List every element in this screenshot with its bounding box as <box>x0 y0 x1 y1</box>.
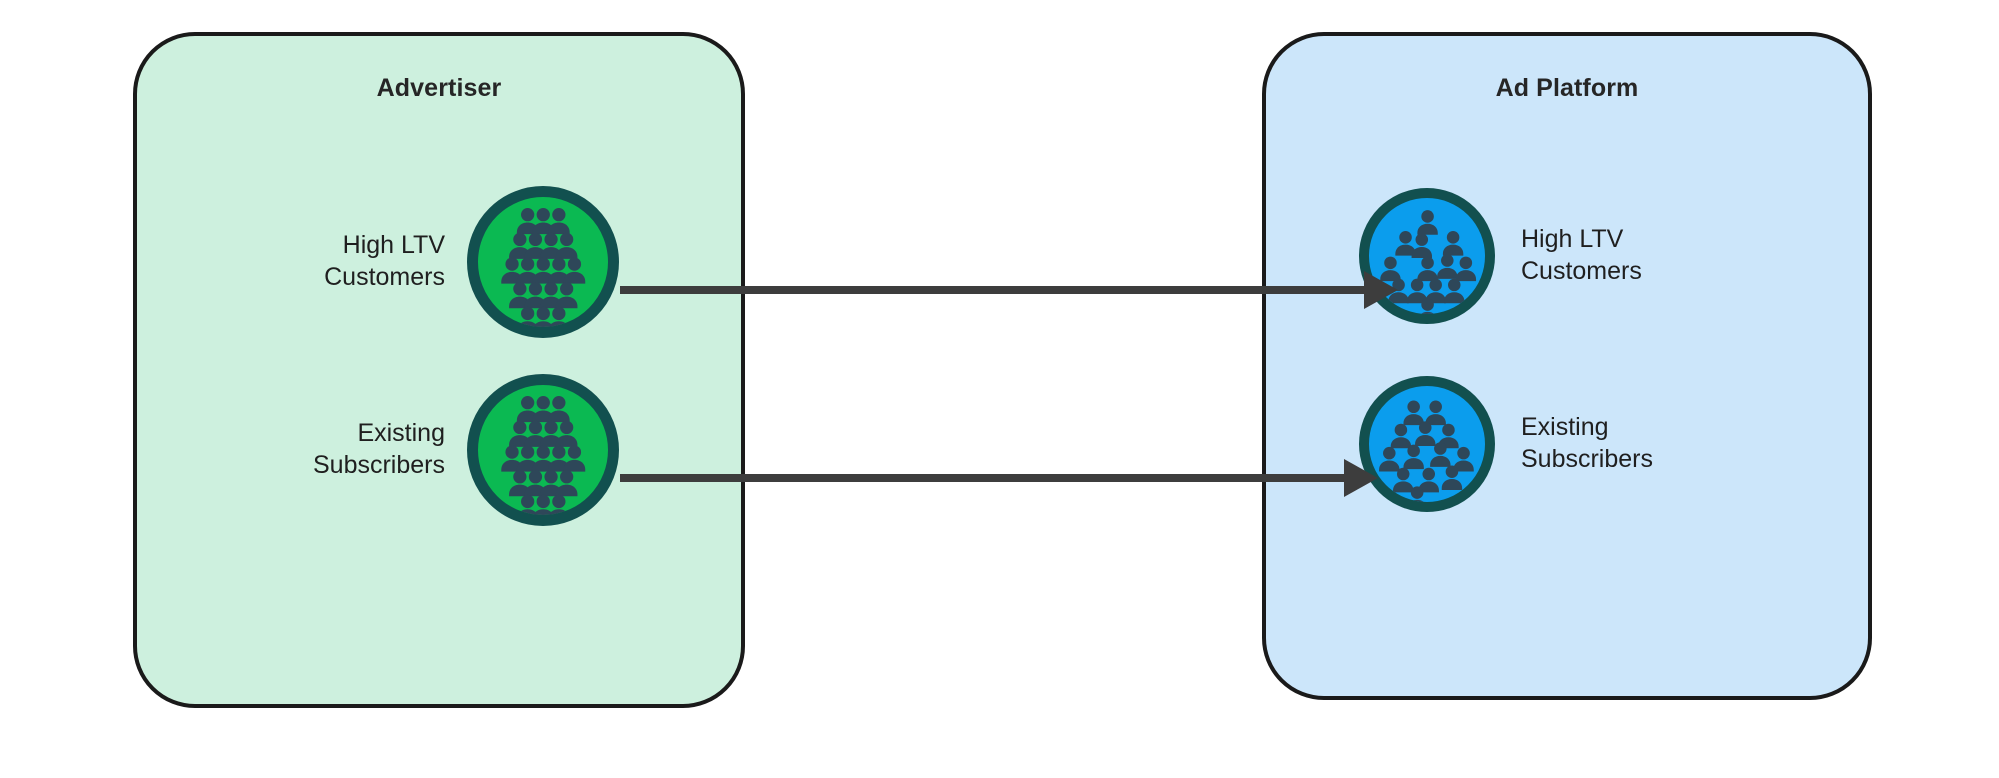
ad-platform-audience-high-ltv-customers[interactable]: High LTV Customers <box>1359 188 1751 324</box>
connector-line <box>620 286 1364 294</box>
people-group-icon <box>1359 376 1495 512</box>
ad-platform-audience-high-ltv-customers-label: High LTV Customers <box>1521 225 1642 285</box>
ad-platform-audience-existing-subscribers[interactable]: Existing Subscribers <box>1359 376 1751 512</box>
arrow-right-icon <box>1344 459 1378 497</box>
ad-platform-audience-existing-subscribers-label: Existing Subscribers <box>1521 413 1653 473</box>
panel-advertiser: Advertiser High LTV Customers <box>133 32 745 708</box>
panel-ad-platform-title: Ad Platform <box>1495 74 1639 102</box>
advertiser-audience-existing-subscribers-label: Existing Subscribers <box>313 419 445 479</box>
connector-line <box>620 474 1344 482</box>
people-group-icon <box>467 374 619 526</box>
advertiser-audience-existing-subscribers[interactable]: Existing Subscribers <box>227 374 619 526</box>
people-group-icon <box>467 186 619 338</box>
advertiser-audience-high-ltv-customers[interactable]: High LTV Customers <box>227 186 619 338</box>
panel-advertiser-title: Advertiser <box>376 74 502 102</box>
arrow-right-icon <box>1364 271 1398 309</box>
panel-ad-platform: Ad Platform <box>1262 32 1872 700</box>
advertiser-audience-high-ltv-customers-label: High LTV Customers <box>324 231 445 291</box>
